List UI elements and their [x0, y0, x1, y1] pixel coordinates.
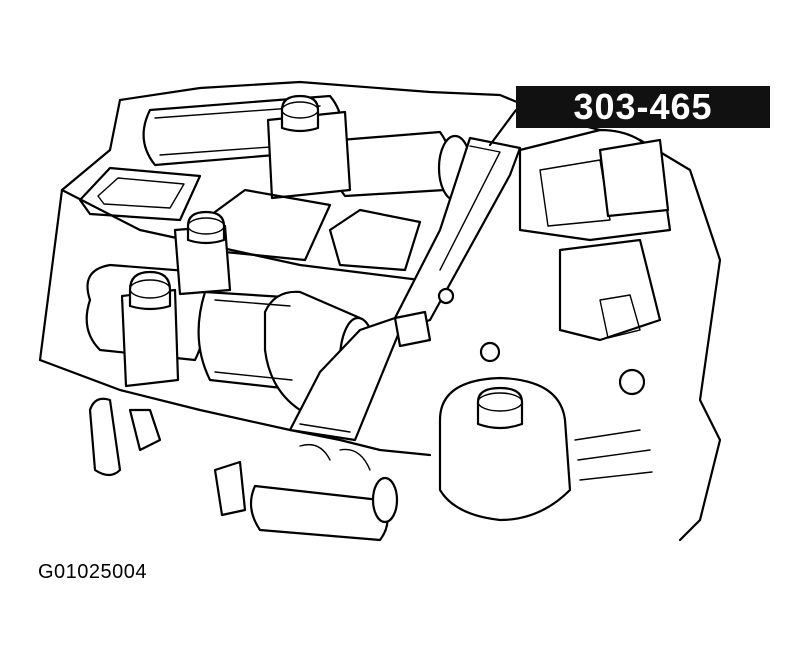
callout-leader-line [488, 108, 518, 147]
tool-number-callout: 303-465 [516, 86, 770, 128]
engine-camshaft-illustration [38, 80, 722, 542]
oil-filler-boss [438, 376, 653, 522]
camshaft-alignment-plate [288, 136, 522, 442]
rear-bearing-cap [266, 94, 352, 200]
head-gasket-frame [78, 166, 422, 272]
lower-fittings [88, 397, 399, 542]
front-bearing-cap [120, 210, 232, 388]
tool-number-label: 303-465 [573, 86, 713, 127]
timing-housing [437, 128, 672, 396]
figure-id: G01025004 [38, 561, 148, 583]
